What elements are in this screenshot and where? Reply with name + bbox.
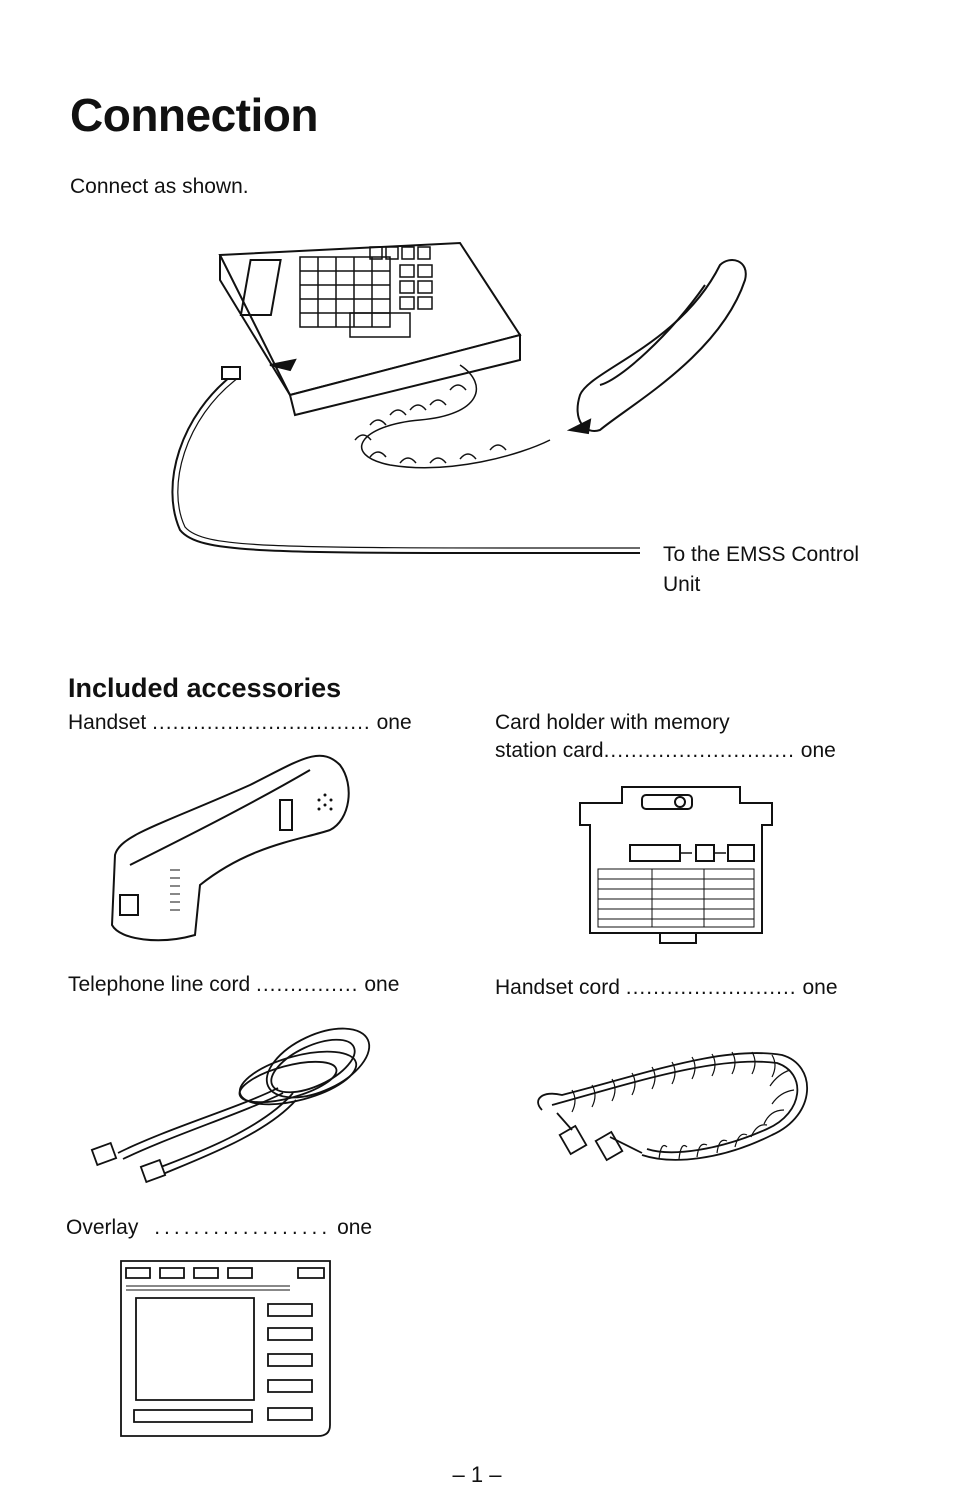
item-qty: one xyxy=(337,1216,373,1239)
handset-jack-arrow xyxy=(570,420,590,433)
item-qty: one xyxy=(376,711,412,734)
leader-dots: .................. xyxy=(154,1216,332,1239)
coil-loops xyxy=(572,1052,794,1159)
telephone-connection-illustration xyxy=(160,235,760,565)
item-label: Telephone line cord xyxy=(68,973,251,996)
leader-dots: ................................ xyxy=(152,711,371,734)
overlay-illustration xyxy=(120,1260,332,1438)
leader-dots: ......................... xyxy=(625,976,797,999)
page-number: – 1 – xyxy=(452,1462,502,1487)
item-qty: one xyxy=(364,973,400,996)
item-label: Handset xyxy=(68,711,147,734)
item-qty: one xyxy=(800,739,836,762)
earpiece-holes xyxy=(317,793,333,811)
handset-body xyxy=(578,260,746,431)
item-label-line2: station card xyxy=(495,739,604,762)
handset-cord-illustration xyxy=(522,1035,814,1175)
phone-base-front xyxy=(290,335,520,415)
card-grid xyxy=(598,869,754,927)
leader-dots: ............................ xyxy=(603,739,795,762)
accessory-handset-cord: Handset cord ......................... o… xyxy=(495,976,838,1000)
emss-control-unit-label: To the EMSS Control Unit xyxy=(663,540,923,600)
intro-text: Connect as shown. xyxy=(70,175,249,198)
accessory-card-holder: Card holder with memory station card....… xyxy=(495,711,836,763)
emss-label-line2: Unit xyxy=(663,573,701,596)
telephone-line-cord-illustration xyxy=(88,1018,378,1193)
accessory-overlay: Overlay .................. one xyxy=(66,1216,372,1240)
keypad-keys xyxy=(300,247,432,327)
accessory-handset: Handset ................................… xyxy=(68,711,412,735)
item-label: Handset cord xyxy=(495,976,620,999)
phone-base-body xyxy=(220,243,520,395)
item-qty: one xyxy=(802,976,838,999)
speaker-grille xyxy=(350,313,410,337)
page-title: Connection xyxy=(70,89,318,141)
emss-label-line1: To the EMSS Control xyxy=(663,543,860,566)
overlay-display-window xyxy=(136,1298,254,1400)
mouthpiece-holes xyxy=(170,870,180,910)
leader-dots: ............... xyxy=(255,973,359,996)
item-label: Card holder with memory xyxy=(495,711,730,734)
coiled-handset-cord xyxy=(355,365,550,468)
item-label: Overlay xyxy=(66,1216,139,1239)
line-jack-arrow xyxy=(270,360,295,370)
line-cord xyxy=(172,373,640,553)
accessory-telephone-line-cord: Telephone line cord ............... one xyxy=(68,973,399,997)
handset-illustration xyxy=(100,745,360,945)
card-holder-illustration xyxy=(580,785,775,947)
accessories-heading: Included accessories xyxy=(68,673,342,703)
